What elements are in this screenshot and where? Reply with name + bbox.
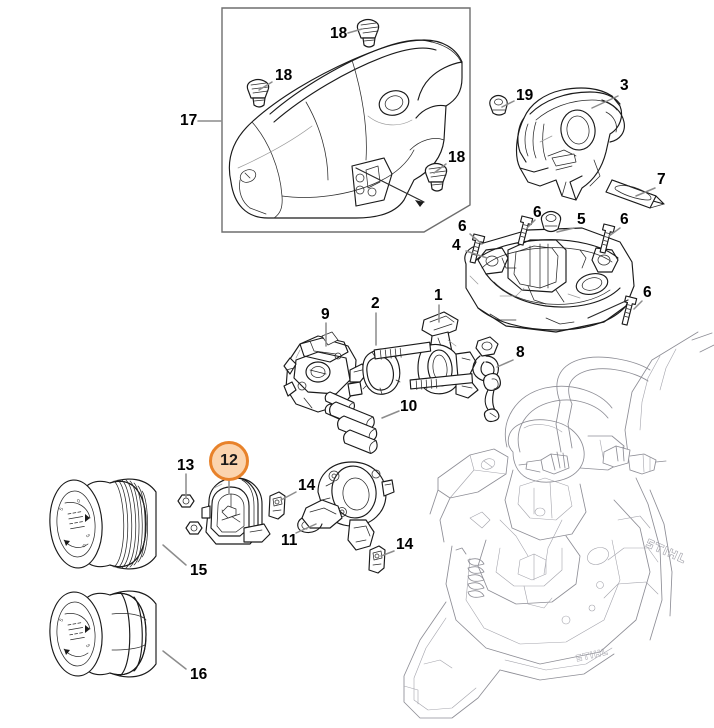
highlight-badge-part-12[interactable]: 12 bbox=[209, 441, 249, 481]
leader-line-c14b bbox=[380, 550, 395, 557]
part-12-fan-housing-highlighted bbox=[201, 477, 271, 545]
leader-line-c6a bbox=[469, 233, 483, 245]
leader-line-c10 bbox=[381, 410, 400, 419]
callout-number-18-c18c[interactable]: 18 bbox=[448, 149, 466, 166]
leader-line-c6b bbox=[526, 219, 536, 229]
svg-text:5: 5 bbox=[84, 644, 91, 649]
leader-line-c5 bbox=[556, 227, 575, 233]
svg-text:5: 5 bbox=[58, 506, 65, 511]
callout-number-13-c13[interactable]: 13 bbox=[177, 457, 195, 474]
ghost-chainsaw-illustration bbox=[403, 331, 714, 719]
part-14-clips bbox=[268, 491, 386, 574]
callout-number-2-c2[interactable]: 2 bbox=[371, 295, 380, 312]
svg-text:0: 0 bbox=[81, 543, 87, 550]
part-5-plug bbox=[540, 210, 562, 233]
leader-line-c18b bbox=[258, 81, 273, 91]
part-1-manifold-clamp bbox=[373, 311, 479, 399]
part-19-grommet bbox=[489, 94, 508, 116]
leader-line-c8 bbox=[496, 359, 514, 368]
callout-number-1-c1[interactable]: 1 bbox=[434, 287, 443, 304]
leader-line-c7 bbox=[635, 187, 656, 197]
callout-number-14-c14b[interactable]: 14 bbox=[396, 536, 414, 553]
leader-line-c3 bbox=[591, 95, 619, 109]
svg-text:0: 0 bbox=[76, 498, 81, 505]
callout-number-17-c17[interactable]: 17 bbox=[180, 112, 198, 129]
part-15-air-filter: 5 5 0 0 bbox=[49, 478, 157, 570]
callout-number-7-c7[interactable]: 7 bbox=[657, 171, 666, 188]
svg-text:5: 5 bbox=[58, 617, 65, 622]
callout-number-19-c19[interactable]: 19 bbox=[516, 87, 534, 104]
leader-line-c14a bbox=[280, 491, 297, 501]
leader-line-c16 bbox=[162, 650, 187, 670]
part-16-air-filter-coarse: 5 5 bbox=[49, 590, 157, 678]
leader-line-c6d bbox=[633, 300, 643, 310]
part-13-nuts bbox=[177, 494, 203, 535]
callout-number-16-c16[interactable]: 16 bbox=[190, 666, 208, 683]
callout-number-6-c6b[interactable]: 6 bbox=[533, 204, 542, 221]
callout-number-14-c14a[interactable]: 14 bbox=[298, 477, 316, 494]
leader-line-c4 bbox=[465, 250, 488, 259]
callout-number-15-c15[interactable]: 15 bbox=[190, 562, 208, 579]
part-18-screws bbox=[246, 18, 448, 192]
leader-line-c18c bbox=[433, 163, 447, 174]
callout-number-8-c8[interactable]: 8 bbox=[516, 344, 525, 361]
callout-number-6-c6a[interactable]: 6 bbox=[458, 218, 467, 235]
callout-number-11-c11[interactable]: 11 bbox=[281, 532, 298, 549]
part-4-housing bbox=[464, 227, 635, 333]
callout-number-5-c5[interactable]: 5 bbox=[577, 211, 586, 228]
leader-line-c18a bbox=[347, 28, 363, 34]
callout-number-18-c18b[interactable]: 18 bbox=[275, 67, 293, 84]
callout-number-3-c3[interactable]: 3 bbox=[620, 77, 629, 94]
part-10-hose-pieces bbox=[329, 401, 378, 455]
part-6-screws bbox=[469, 215, 638, 326]
leader-line-c15 bbox=[162, 544, 187, 566]
stihl-wordmark-upper bbox=[645, 538, 685, 564]
callout-number-6-c6d[interactable]: 6 bbox=[643, 284, 652, 301]
part-8-fuel-hose bbox=[472, 336, 501, 423]
callout-number-9-c9[interactable]: 9 bbox=[321, 306, 330, 323]
part-7-trim-strip bbox=[605, 179, 665, 209]
leader-line-c19 bbox=[501, 100, 515, 108]
leader-line-c6c bbox=[608, 227, 621, 237]
part-17-top-shroud bbox=[228, 39, 463, 219]
stihl-wordmark-lower bbox=[575, 648, 608, 662]
svg-text:5: 5 bbox=[84, 534, 91, 539]
part-3-cylinder-cover bbox=[515, 87, 625, 201]
callout-number-18-c18a[interactable]: 18 bbox=[330, 25, 348, 42]
part-11-lever-frame bbox=[297, 461, 395, 551]
shroud-inset-frame bbox=[221, 7, 471, 233]
part-2-gasket-ring bbox=[362, 349, 401, 395]
callout-number-6-c6c[interactable]: 6 bbox=[620, 211, 629, 228]
callout-leader-lines bbox=[162, 28, 656, 670]
callout-number-10-c10[interactable]: 10 bbox=[400, 398, 418, 415]
callout-number-4-c4[interactable]: 4 bbox=[452, 237, 461, 254]
leader-line-c11 bbox=[295, 523, 317, 534]
